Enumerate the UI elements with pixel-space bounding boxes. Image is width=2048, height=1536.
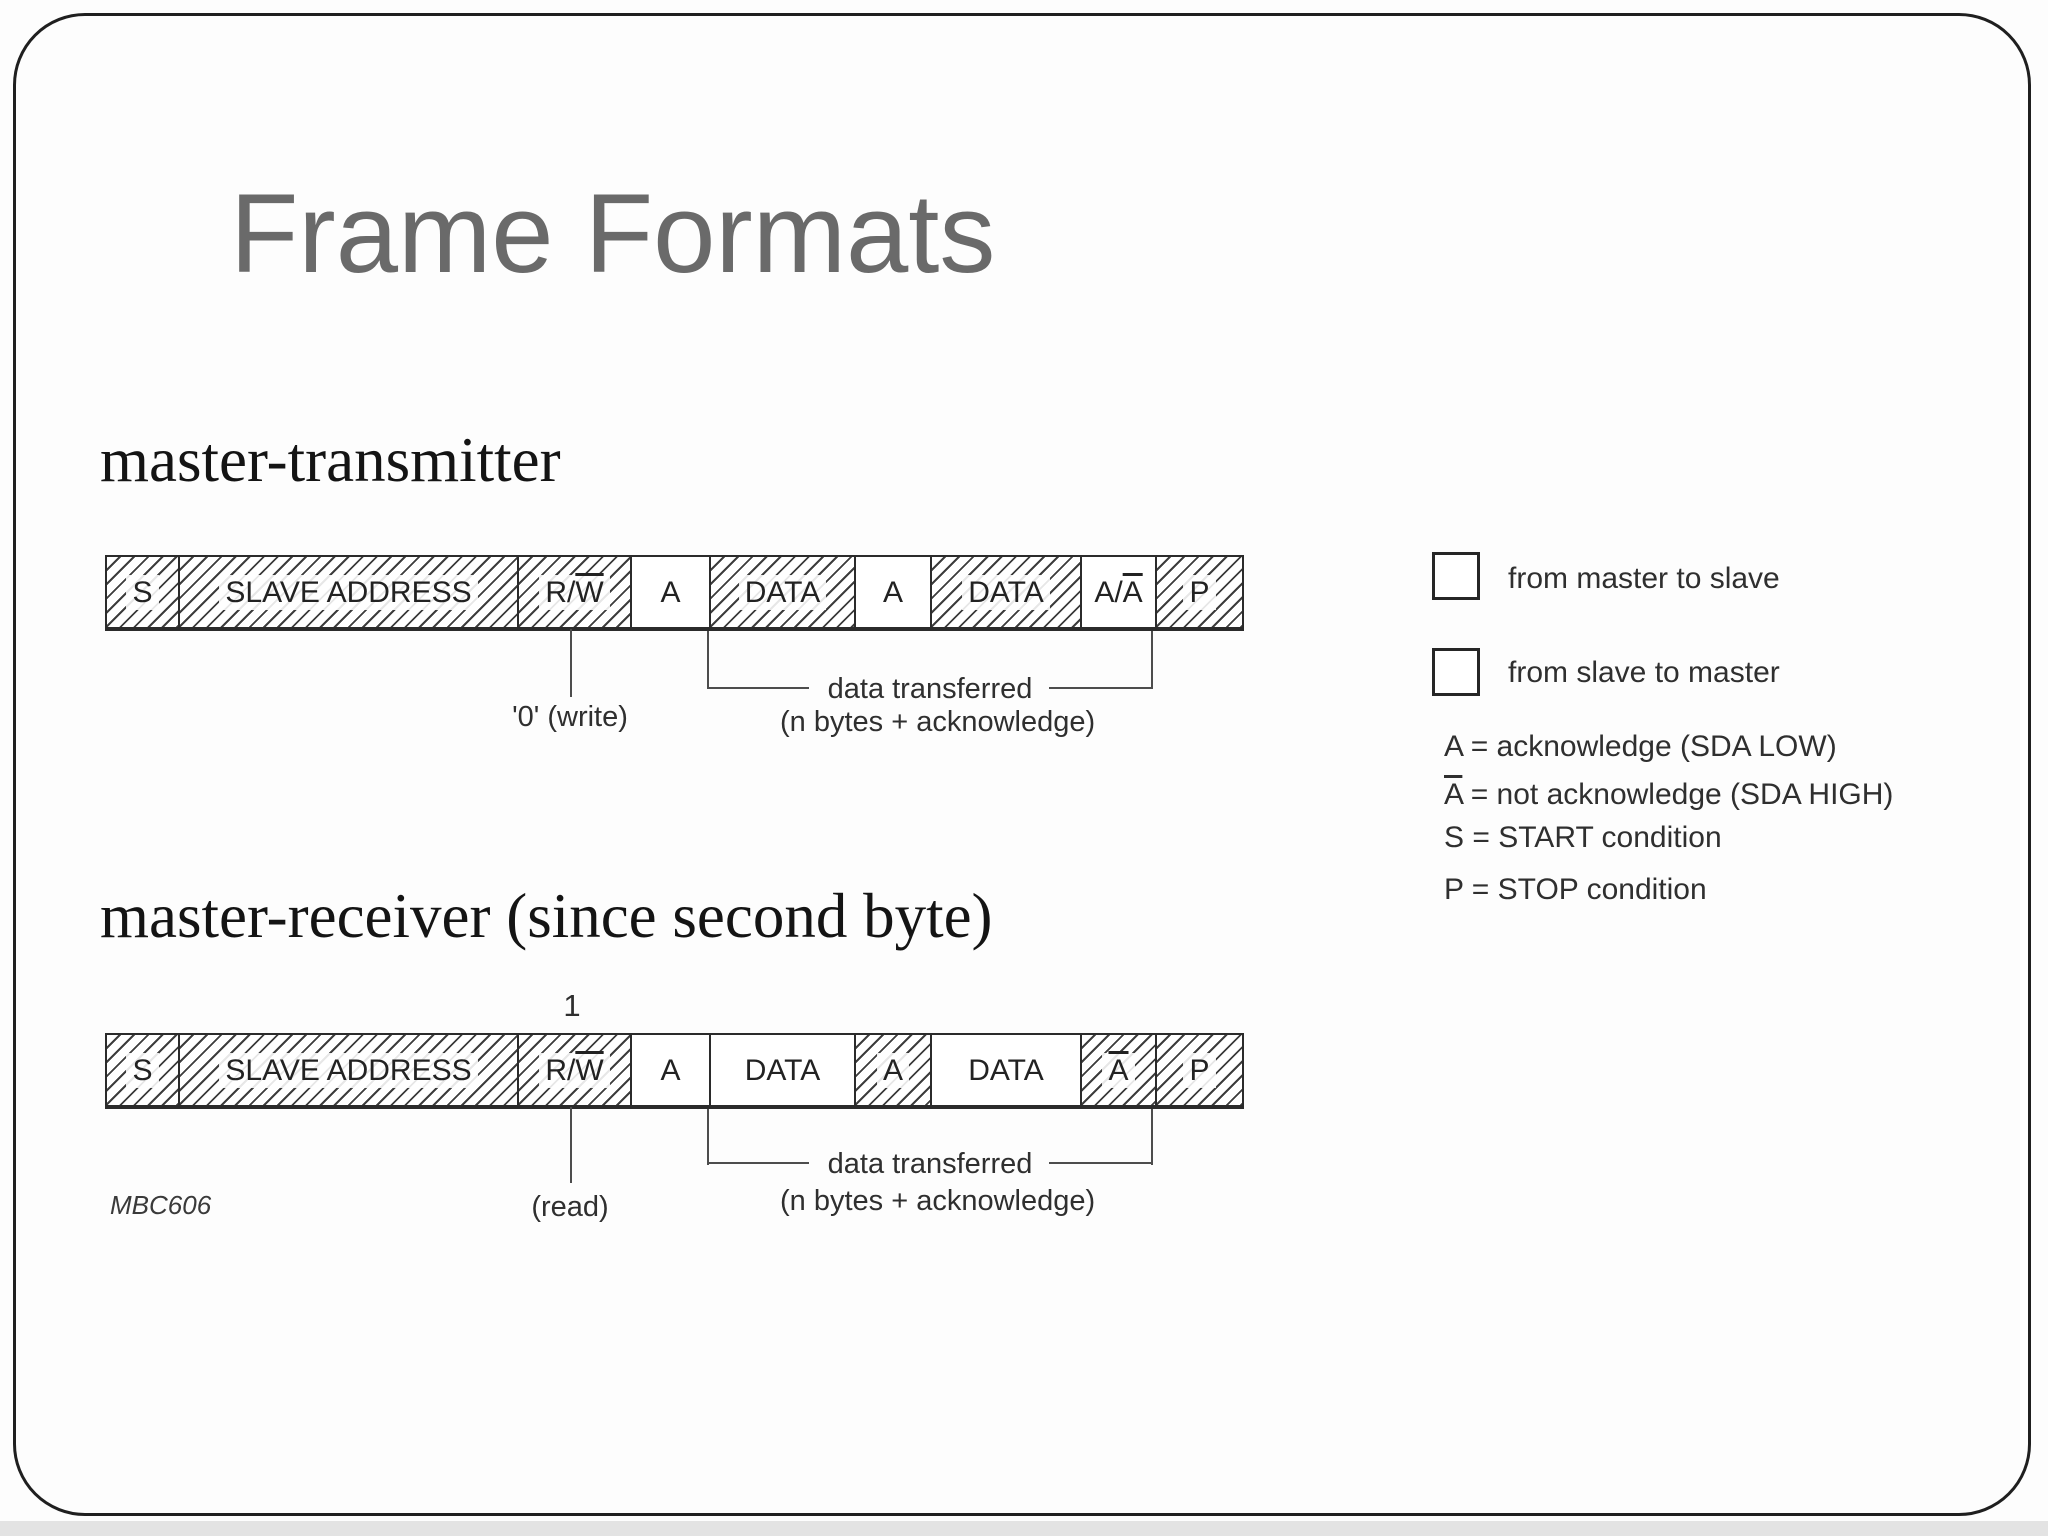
bracket-left-line <box>707 631 709 689</box>
bracket-right-line <box>1151 631 1153 689</box>
frame-cell-label: A <box>1102 1052 1135 1088</box>
frame-cell-label: DATA <box>738 1052 827 1088</box>
frame-cell-label: R/W <box>539 574 610 610</box>
legend-master-to-slave: from master to slave <box>1508 562 1780 595</box>
frame-cell-label: A <box>654 574 687 610</box>
frame-cell-label: A <box>876 574 909 610</box>
section-title-master-receiver: master-receiver (since second byte) <box>100 881 993 951</box>
frame-diagram-master-transmitter: S SLAVE ADDRESS R/W A DATA A DATA A/A P <box>105 555 1244 631</box>
bracket-left-line <box>707 1109 709 1165</box>
frame-cell: SLAVE ADDRESS <box>178 1035 517 1105</box>
frame-cell-label: DATA <box>962 574 1050 610</box>
frame-cell: R/W <box>517 1035 630 1105</box>
data-transferred-label: data transferred <box>827 1148 1033 1180</box>
frame-cell-label: SLAVE ADDRESS <box>219 1052 478 1088</box>
frame-cell: A <box>854 1035 930 1105</box>
bracket-h-left <box>707 1162 809 1164</box>
frame-cell-label: A <box>876 1052 909 1088</box>
frame-cell: A <box>630 1035 709 1105</box>
frame-cell-label: S <box>126 574 159 610</box>
write-note: '0' (write) <box>512 701 628 733</box>
data-transferred-label: data transferred <box>827 673 1033 705</box>
frame-cell-label: R/W <box>539 1052 610 1088</box>
frame-cell: A <box>854 557 930 627</box>
frame-cell-label: DATA <box>738 574 827 610</box>
figure-reference: MBC606 <box>110 1190 212 1220</box>
rw-pointer-line <box>570 629 572 697</box>
frame-cell-label: A/A <box>1088 574 1149 610</box>
scan-edge-strip <box>0 1521 2048 1536</box>
frame-cell-label: SLAVE ADDRESS <box>219 574 478 610</box>
definition-stop-condition: P = STOP condition <box>1444 873 1707 906</box>
hatched-square-icon <box>1432 552 1480 600</box>
read-note: (read) <box>531 1191 609 1223</box>
rw-pointer-line <box>570 1107 572 1183</box>
section-title-master-transmitter: master-transmitter <box>100 425 561 495</box>
bracket-h-right <box>1049 687 1153 689</box>
frame-cell-label: DATA <box>962 1052 1050 1088</box>
frame-cell: DATA <box>709 1035 854 1105</box>
open-square-icon <box>1432 648 1480 696</box>
frame-cell: S <box>107 557 178 627</box>
definition-start-condition: S = START condition <box>1444 821 1722 854</box>
bracket-h-right <box>1049 1162 1153 1164</box>
frame-cell-label: S <box>126 1052 159 1088</box>
legend-slave-to-master: from slave to master <box>1508 656 1780 689</box>
frame-cell-label: A <box>654 1052 687 1088</box>
frame-cell-label: P <box>1183 1052 1216 1088</box>
bracket-right-line <box>1151 1109 1153 1165</box>
page-title: Frame Formats <box>230 171 996 296</box>
bracket-h-left <box>707 687 809 689</box>
definition-not-acknowledge: A = not acknowledge (SDA HIGH) <box>1444 778 1894 811</box>
frame-diagram-master-receiver: S SLAVE ADDRESS R/W A DATA A DATA A P <box>105 1033 1244 1109</box>
frame-cell: A/A <box>1080 557 1155 627</box>
frame-cell: A <box>1080 1035 1155 1105</box>
n-bytes-label: (n bytes + acknowledge) <box>780 706 1096 738</box>
frame-cell: DATA <box>930 557 1080 627</box>
slide-border <box>13 13 2031 1516</box>
frame-cell: DATA <box>930 1035 1080 1105</box>
frame-cell: S <box>107 1035 178 1105</box>
definition-acknowledge: A = acknowledge (SDA LOW) <box>1444 730 1837 763</box>
rw-bit-value: 1 <box>563 988 581 1023</box>
frame-cell: SLAVE ADDRESS <box>178 557 517 627</box>
frame-cell: R/W <box>517 557 630 627</box>
frame-cell: P <box>1155 1035 1242 1105</box>
frame-cell: A <box>630 557 709 627</box>
frame-cell: P <box>1155 557 1242 627</box>
frame-cell-label: P <box>1183 574 1216 610</box>
n-bytes-label: (n bytes + acknowledge) <box>780 1185 1096 1217</box>
frame-cell: DATA <box>709 557 854 627</box>
